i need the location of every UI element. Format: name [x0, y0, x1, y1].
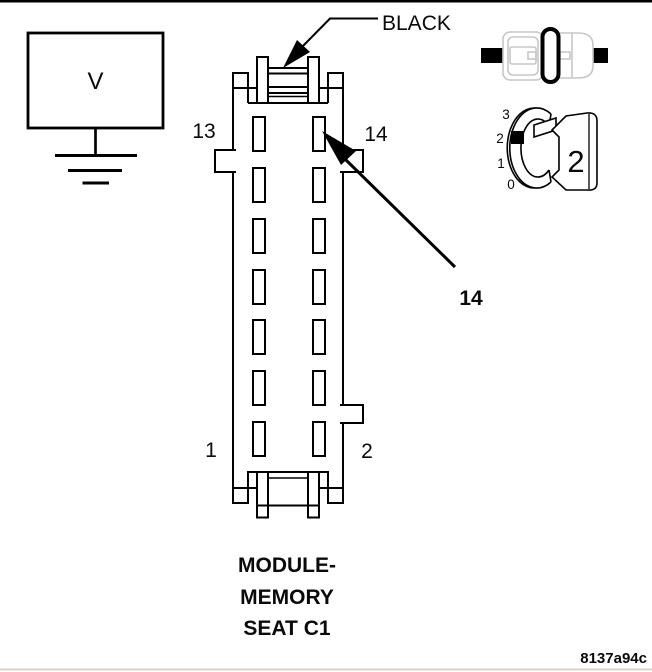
pin-slot [252, 167, 266, 203]
pin-number-13: 13 [192, 120, 215, 143]
pin-cavity-grid [252, 116, 326, 457]
pin-slot [252, 116, 266, 152]
component-title: MODULE- MEMORY SEAT C1 [238, 554, 336, 640]
component-title-line1: MODULE- [238, 554, 336, 577]
connector-ear-top-left [232, 72, 249, 89]
voltmeter-symbol: V [26, 31, 165, 185]
pin-slot [312, 269, 326, 305]
voltmeter-label: V [87, 68, 103, 95]
pin-slot [252, 421, 266, 457]
seal-ring-icon [540, 27, 561, 84]
connector-tab-right-lower [340, 404, 364, 424]
pin14-callout: 14 [322, 131, 483, 310]
tick-label-1: 1 [497, 156, 505, 171]
connector-tab-left [214, 149, 236, 173]
pin14-arrowhead-icon [322, 131, 356, 165]
wire-color-callout: BLACK [283, 12, 451, 68]
pin-slot [252, 319, 266, 355]
cavity-marker [511, 131, 524, 144]
tick-label-3: 3 [502, 107, 510, 122]
wire-color-label: BLACK [382, 12, 451, 35]
connector-foot-bottom-left [232, 487, 249, 504]
connector-ear-top-right [327, 72, 344, 89]
pin-slot [312, 370, 326, 406]
pin-slot [252, 218, 266, 254]
callout-arrowhead-icon [283, 40, 310, 68]
connector-key-shape [550, 112, 598, 191]
pin14-leader-line [344, 158, 457, 269]
pin-slot [312, 421, 326, 457]
pin-slot [312, 167, 326, 203]
pin-slot [312, 218, 326, 254]
figure-code: 8137a94c [580, 650, 647, 667]
cavity-position-icon: 3 2 1 0 2 [496, 107, 598, 192]
top-rule [0, 0, 652, 3]
connector-latch-bottom [247, 471, 329, 519]
connector-number-label: 2 [567, 144, 584, 179]
inline-connector-icon [481, 27, 608, 84]
ground-icon [55, 128, 137, 185]
tick-label-0: 0 [507, 177, 515, 192]
connector-half-right [557, 32, 594, 79]
voltmeter-box [26, 31, 165, 130]
wire-stub-right [593, 48, 608, 63]
bottom-rule [0, 668, 652, 671]
connector-latch-top [256, 56, 320, 104]
wire-stub-left [481, 48, 503, 63]
pin-slot-14 [312, 116, 326, 152]
pin14-callout-label: 14 [459, 287, 483, 310]
pin-number-14: 14 [364, 123, 388, 146]
pin-slot [252, 269, 266, 305]
pin-number-1: 1 [205, 439, 217, 462]
connector-drawing: 13 14 1 2 [192, 56, 388, 519]
tick-label-2: 2 [496, 131, 504, 146]
pin-slot [312, 319, 326, 355]
connector-body [232, 87, 344, 489]
callout-leader-line [300, 17, 378, 49]
pin-number-2: 2 [361, 440, 373, 463]
connector-foot-bottom-right [327, 487, 344, 504]
component-title-line2: MEMORY [240, 586, 334, 609]
component-title-line3: SEAT C1 [243, 617, 330, 640]
pin-slot [252, 370, 266, 406]
